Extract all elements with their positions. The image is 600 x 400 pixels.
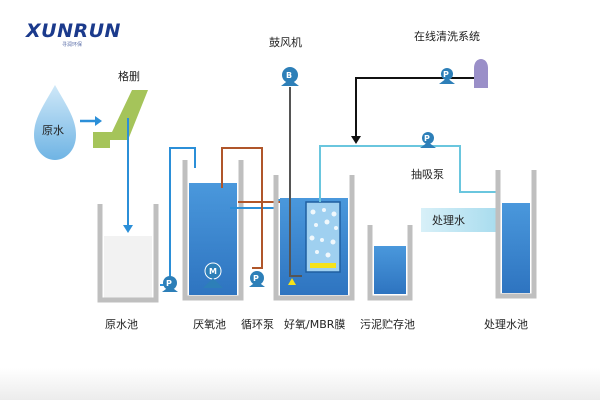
svg-text:B: B bbox=[286, 71, 292, 80]
sludge-storage-tank: 污泥贮存池 bbox=[360, 225, 415, 331]
svg-text:P: P bbox=[443, 70, 449, 79]
sludge-tank-label: 污泥贮存池 bbox=[360, 317, 415, 331]
mbr-membrane-module-icon bbox=[288, 201, 341, 285]
circulation-pump-icon: P 循环泵 bbox=[241, 271, 274, 331]
blower-icon: 鼓风机 B bbox=[269, 35, 302, 277]
suction-pipe: P 抽吸泵 bbox=[319, 132, 498, 202]
mbr-tank: 好氧/MBR膜 bbox=[273, 175, 355, 331]
raw-water-label: 原水 bbox=[42, 124, 64, 137]
treated-water-tank: 处理水池 bbox=[484, 170, 537, 331]
raw-inflow-arrow bbox=[80, 116, 102, 126]
screen-label: 格删 bbox=[118, 69, 140, 83]
raw-water-drop-icon: 原水 bbox=[34, 85, 76, 160]
anoxic-tank-label: 厌氧池 bbox=[193, 317, 226, 331]
suction-pump-label: 抽吸泵 bbox=[411, 167, 444, 181]
circulation-pump-label: 循环泵 bbox=[241, 318, 274, 331]
svg-text:M: M bbox=[209, 267, 217, 276]
svg-text:P: P bbox=[166, 279, 172, 288]
svg-text:P: P bbox=[253, 274, 259, 283]
raw-tank-label: 原水池 bbox=[105, 318, 138, 331]
blower-label: 鼓风机 bbox=[269, 35, 302, 49]
bar-screen-icon: 格删 bbox=[93, 69, 148, 148]
brand-logo: XUNRUN 寻润环保 bbox=[25, 20, 121, 48]
online-cleaning-system: 在线清洗系统 P bbox=[351, 29, 488, 144]
treated-water-pipe: 处理水 bbox=[421, 208, 498, 232]
brand-name: XUNRUN bbox=[25, 20, 121, 42]
brand-subtitle: 寻润环保 bbox=[62, 41, 82, 48]
anoxic-tank: M 厌氧池 bbox=[182, 160, 244, 331]
screen-to-raw-tank-pipe bbox=[123, 118, 133, 233]
treated-water-label: 处理水 bbox=[432, 214, 465, 227]
cleaning-system-label: 在线清洗系统 bbox=[414, 29, 480, 43]
svg-text:P: P bbox=[424, 134, 430, 143]
raw-water-tank: 原水池 bbox=[97, 204, 159, 331]
raw-transfer-pump-icon: P bbox=[160, 147, 196, 292]
treated-tank-label: 处理水池 bbox=[484, 318, 528, 331]
mbr-tank-label: 好氧/MBR膜 bbox=[284, 317, 345, 331]
mixer-icon: M bbox=[203, 262, 223, 288]
floor-shadow bbox=[0, 368, 600, 400]
